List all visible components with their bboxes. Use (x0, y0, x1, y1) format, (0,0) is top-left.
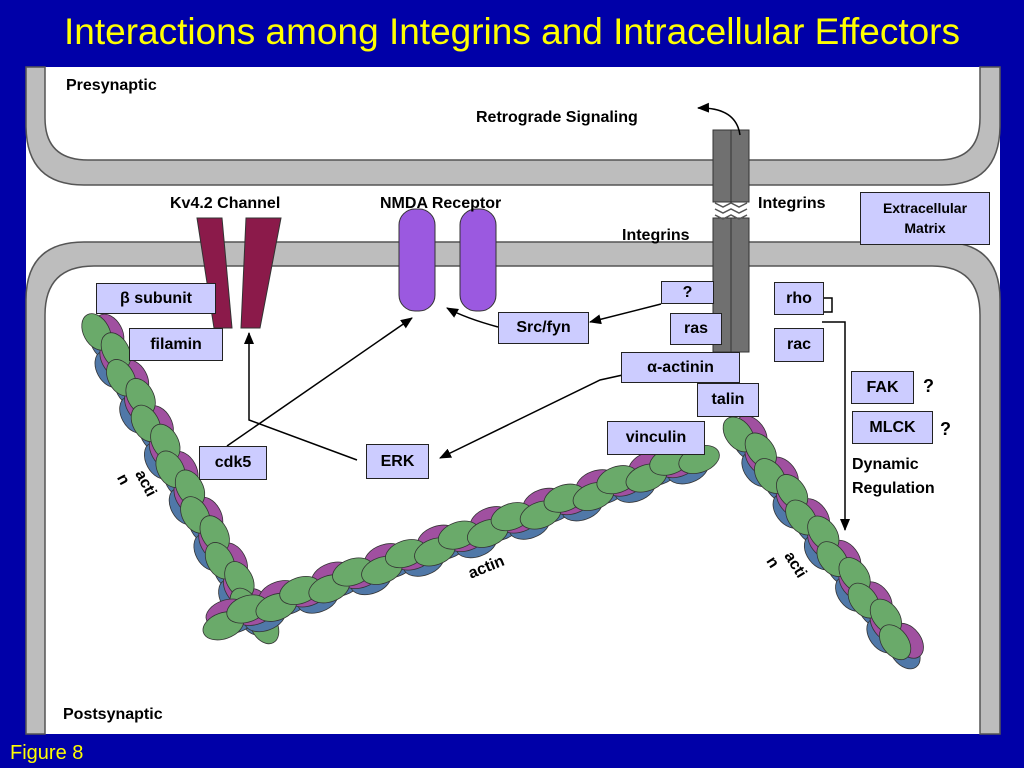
nmda-receptor-label: NMDA Receptor (380, 195, 502, 212)
rho-box: rho (774, 282, 824, 315)
actin-filament-right (722, 415, 924, 670)
dynamic-regulation-label-1: Dynamic (852, 456, 919, 473)
figure-label: Figure 8 (10, 742, 84, 764)
actin-filaments (81, 313, 924, 670)
mlck-box: MLCK (852, 411, 933, 444)
kv42-channel-label: Kv4.2 Channel (170, 195, 281, 212)
integrins-top-label: Integrins (758, 195, 826, 212)
actin-filament-left (81, 313, 280, 645)
fak-question-mark: ? (923, 376, 934, 396)
talin-box: talin (697, 383, 759, 417)
beta-subunit-box: β subunit (96, 283, 216, 314)
nmda-subunit-left (398, 208, 436, 312)
vinculin-box: vinculin (607, 421, 705, 455)
postsynaptic-label: Postsynaptic (63, 706, 163, 723)
retrograde-signaling-label: Retrograde Signaling (476, 109, 638, 126)
integrin-presynaptic (712, 129, 750, 203)
ras-box: ras (670, 313, 722, 345)
presynaptic-label: Presynaptic (66, 77, 157, 94)
extracellular-matrix-box: Extracellular Matrix (860, 192, 990, 245)
integrins-mid-label: Integrins (622, 227, 690, 244)
postsynaptic-membrane (25, 241, 1001, 735)
fak-box: FAK (851, 371, 914, 404)
presynaptic-membrane (25, 66, 1001, 186)
src-fyn-box: Src/fyn (498, 312, 589, 344)
filamin-box: filamin (129, 328, 223, 361)
rac-box: rac (774, 328, 824, 362)
retrograde-arrow (697, 102, 741, 136)
kv-channel-right (240, 217, 282, 329)
actin-filament-right-subunit (879, 624, 912, 661)
erk-box: ERK (366, 444, 429, 479)
actin-filament-center (202, 445, 720, 641)
extracellular-matrix-line-1: Extracellular (882, 200, 968, 216)
mlck-question-mark: ? (940, 419, 951, 439)
slide-title: Interactions among Integrins and Intrace… (63, 11, 961, 52)
unknown-box: ? (661, 281, 714, 304)
dynamic-regulation-label-2: Regulation (852, 480, 935, 497)
extracellular-matrix-line-2: Matrix (904, 220, 946, 236)
alpha-actinin-box: α-actinin (621, 352, 740, 383)
nmda-subunit-right (459, 208, 497, 312)
cdk5-box: cdk5 (199, 446, 267, 480)
